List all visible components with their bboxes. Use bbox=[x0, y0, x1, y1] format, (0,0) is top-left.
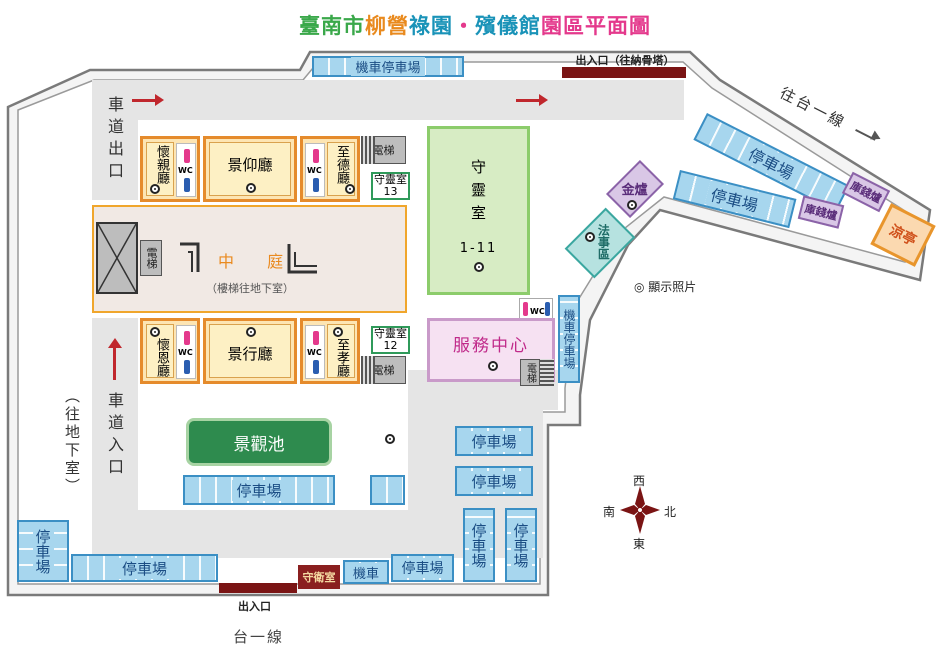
compass-west: 西 bbox=[633, 474, 646, 488]
exit-top-label: 出入口（往納骨塔） bbox=[575, 54, 675, 67]
photo-icon bbox=[585, 232, 595, 242]
photo-icon bbox=[627, 200, 637, 210]
tai1-bottom-label: 台一線 bbox=[233, 628, 285, 646]
female-icon bbox=[184, 331, 190, 345]
male-icon bbox=[313, 360, 319, 374]
jingxing-hall[interactable]: 景行廳 bbox=[203, 318, 297, 384]
moto-parking-side[interactable]: 機車停車場 bbox=[558, 295, 580, 383]
male-icon bbox=[545, 302, 550, 316]
landscape-pond[interactable]: 景觀池 bbox=[186, 418, 332, 466]
parking-right-2[interactable]: 停車場 bbox=[455, 466, 533, 496]
stairs-icon bbox=[178, 242, 200, 274]
jingyang-hall[interactable]: 景仰廳 bbox=[203, 136, 297, 202]
huaien-hall[interactable]: 懷恩廳 WC bbox=[140, 318, 200, 384]
lift-shaft bbox=[96, 222, 138, 294]
direction-arrow bbox=[516, 94, 548, 106]
female-icon bbox=[523, 302, 528, 316]
map-title: 臺南市柳營祿園・殯儀館園區平面圖 bbox=[299, 14, 651, 38]
elevator-courtyard[interactable]: 電梯 bbox=[140, 240, 162, 276]
photo-icon bbox=[150, 184, 160, 194]
photo-icon bbox=[385, 434, 395, 444]
compass-east: 東 bbox=[633, 537, 646, 551]
photo-icon bbox=[488, 361, 498, 371]
parking-bottom[interactable]: 停車場 bbox=[71, 554, 218, 582]
direction-arrow bbox=[132, 94, 164, 106]
male-icon bbox=[313, 178, 319, 192]
male-icon bbox=[184, 360, 190, 374]
female-icon bbox=[313, 149, 319, 163]
direction-arrow bbox=[113, 345, 116, 380]
lower-road bbox=[92, 510, 442, 558]
parking-small[interactable] bbox=[370, 475, 405, 505]
parking-right-4[interactable]: 停車場 bbox=[505, 508, 537, 582]
moto-parking-top[interactable]: 機車停車場 bbox=[312, 56, 464, 77]
parking-bottom-2[interactable]: 停車場 bbox=[391, 554, 454, 582]
arrow-head-icon bbox=[108, 338, 122, 348]
exit-bottom-gate bbox=[219, 583, 297, 593]
photo-icon bbox=[150, 327, 160, 337]
parking-right-1[interactable]: 停車場 bbox=[455, 426, 533, 456]
wc: WC bbox=[305, 325, 325, 379]
female-icon bbox=[313, 331, 319, 345]
huaiqin-hall[interactable]: 懷親廳 WC bbox=[140, 136, 200, 202]
zhixiao-hall[interactable]: WC 至孝廳 bbox=[300, 318, 360, 384]
compass-north: 北 bbox=[664, 505, 677, 519]
parking-right-3[interactable]: 停車場 bbox=[463, 508, 495, 582]
to-basement-label: （往地下室） bbox=[63, 388, 81, 496]
courtyard-note: （樓梯往地下室） bbox=[206, 282, 294, 295]
stairs-icon bbox=[540, 359, 554, 386]
male-icon bbox=[184, 178, 190, 192]
left-road-upper bbox=[92, 80, 138, 200]
exit-bottom-label: 出入口 bbox=[238, 600, 271, 613]
stairs-icon bbox=[361, 356, 375, 384]
compass bbox=[616, 474, 666, 548]
wc: WC bbox=[176, 325, 196, 379]
courtyard-label: 中 庭 bbox=[218, 252, 298, 271]
photo-icon bbox=[246, 183, 256, 193]
photo-icon bbox=[474, 262, 484, 272]
moto-parking-bottom[interactable]: 機車 bbox=[343, 560, 389, 584]
ramp-entrance-label: 車道入口 bbox=[105, 392, 124, 480]
photo-legend: ◎ 顯示照片 bbox=[634, 280, 697, 294]
female-icon bbox=[184, 149, 190, 163]
vigil-room-main[interactable]: 守靈室 1-11 bbox=[427, 126, 530, 295]
compass-icon bbox=[620, 486, 660, 534]
wc: WC bbox=[305, 143, 325, 197]
exit-top-gate bbox=[562, 67, 686, 78]
elevator-service[interactable]: 電梯 bbox=[520, 359, 540, 386]
wc: WC bbox=[519, 298, 553, 320]
parking-bottom-left[interactable]: 停車場 bbox=[17, 520, 69, 582]
guard-room[interactable]: 守衛室 bbox=[298, 565, 340, 589]
photo-icon bbox=[333, 327, 343, 337]
compass-south: 南 bbox=[603, 505, 616, 519]
parking-bottom-center[interactable]: 停車場 bbox=[183, 475, 335, 505]
wc: WC bbox=[176, 143, 196, 197]
photo-icon bbox=[345, 184, 355, 194]
photo-icon bbox=[246, 327, 256, 337]
upper-road bbox=[92, 80, 684, 120]
ramp-exit-label: 車道出口 bbox=[105, 96, 124, 184]
stairs-icon bbox=[285, 242, 317, 276]
zhide-hall[interactable]: WC 至德廳 bbox=[300, 136, 360, 202]
stairs-icon bbox=[361, 136, 375, 164]
